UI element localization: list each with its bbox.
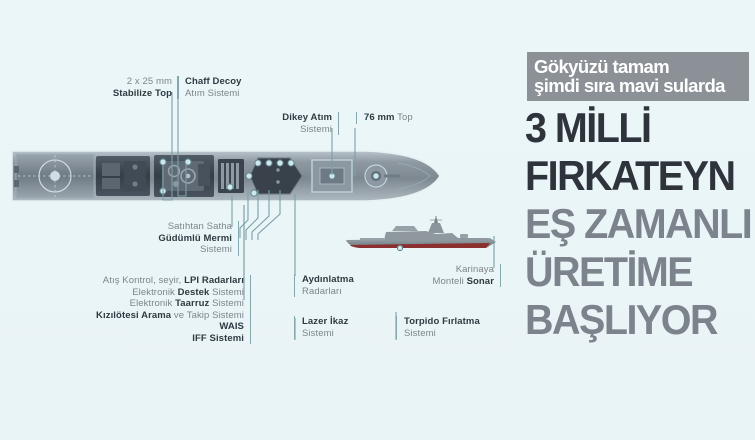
label-text: WAIS [219,321,244,333]
label-text: Taarruz [175,298,210,310]
label-text: Satıhtan Satha [167,221,232,232]
label-text: Sistemi [302,327,334,339]
label-text: Sonar [466,275,494,287]
label-text: Kızılötesi Arama [96,309,172,321]
label-text: 2 x 25 mm [126,76,172,87]
label-text: Karinaya [455,264,494,275]
label-text: Lazer İkaz [302,316,349,327]
label-text: Sistemi [200,244,232,256]
kicker-line-2: şimdi sıra mavi sularda [534,75,725,97]
label-text: IFF Sistemi [192,332,244,344]
callout-76mm-top: 76 mm Top [356,112,413,124]
ship-top-view-diagram [11,150,441,202]
callout-lazer-ikaz: Lazer İkaz Sistemi [294,316,349,340]
label-text: Sistemi [209,286,244,298]
headline-line-4: ÜRETİME [525,248,694,295]
ship-side-view-render [346,216,496,252]
kicker-line-1: Gökyüzü tamam [534,56,670,77]
label-text: Atım Sistemi [185,87,240,99]
label-text: Elektronik [132,286,178,298]
callout-stabilize-top: 2 x 25 mm Stabilize Top [74,76,179,100]
label-text: 76 mm [364,112,395,123]
label-text: Monteli [432,275,467,287]
callout-dikey-atim: Dikey Atım Sistemi [252,112,339,136]
label-text: Stabilize Top [112,87,172,99]
callout-chaff-decoy: Chaff Decoy Atım Sistemi [177,76,242,100]
label-text: Sistemi [209,298,244,310]
callout-radar-suite: Atış Kontrol, seyir, LPI Radarları Elekt… [64,275,251,345]
label-text: Destek [177,286,210,298]
label-text: Atış Kontrol, seyir, [102,275,185,286]
label-text: Sistemi [300,123,332,135]
headline-line-5: BAŞLIYOR [525,296,718,343]
label-text: Chaff Decoy [185,76,242,87]
label-text: Elektronik [129,298,176,310]
headline-panel: Gökyüzü tamam şimdi sıra mavi sularda 3 … [520,0,755,440]
label-text: Top [394,112,413,123]
callout-sonar: Karinaya Monteli Sonar [420,264,501,288]
label-text: LPI Radarları [184,275,244,286]
callout-aydinlatma-radarlari: Aydınlatma Radarları [294,274,354,298]
callout-gudumlu-mermi: Satıhtan Satha Güdümlü Mermi Sistemi [132,221,239,256]
kicker-banner: Gökyüzü tamam şimdi sıra mavi sularda [527,52,749,102]
label-text: Dikey Atım [282,112,332,123]
headline-line-1: 3 MİLLİ [525,104,652,151]
callout-torpido-firlatma: Torpido Fırlatma Sistemi [396,316,480,340]
headline-line-2: FIRKATEYN [525,152,736,199]
label-text: Torpido Fırlatma [404,316,480,327]
label-text: Aydınlatma [302,274,354,285]
label-text: Sistemi [404,327,436,339]
label-text: ve Takip Sistemi [171,309,244,321]
label-text: Güdümlü Mermi [158,232,232,244]
headline-line-3: EŞ ZAMANLI [525,200,753,247]
label-text: Radarları [302,285,342,297]
